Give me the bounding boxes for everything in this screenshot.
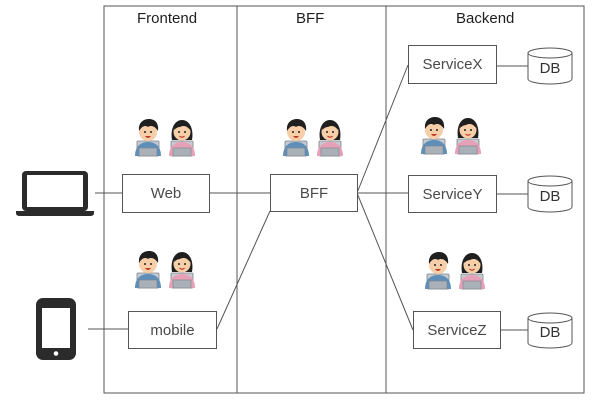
web-node: Web — [122, 174, 210, 213]
connector-mobile-bff — [216, 210, 271, 330]
mobile-node: mobile — [128, 311, 217, 349]
developer-team-icon — [424, 251, 486, 290]
db-y-label: DB — [539, 187, 561, 205]
bff-column-title: BFF — [296, 10, 325, 27]
servicez-node: ServiceZ — [413, 311, 501, 349]
db-z-cylinder — [527, 312, 573, 349]
servicex-node: ServiceX — [408, 45, 497, 84]
db-z-label: DB — [539, 323, 561, 341]
developer-team-icon — [134, 250, 196, 289]
developer-team-icon — [420, 116, 482, 155]
db-x-cylinder — [527, 47, 573, 85]
smartphone-icon — [36, 298, 76, 360]
frontend-column-title: Frontend — [137, 10, 198, 27]
laptop-icon — [16, 171, 94, 216]
bff-node: BFF — [270, 174, 358, 212]
developer-team-icon — [282, 118, 344, 157]
backend-column — [385, 5, 585, 394]
db-x-label: DB — [539, 59, 561, 77]
backend-column-title: Backend — [456, 10, 515, 27]
db-y-cylinder — [527, 175, 573, 213]
connector-bff-servicez — [356, 192, 414, 331]
connector-bff-servicex — [356, 64, 409, 194]
developer-team-icon — [134, 118, 196, 157]
servicey-node: ServiceY — [408, 175, 497, 213]
